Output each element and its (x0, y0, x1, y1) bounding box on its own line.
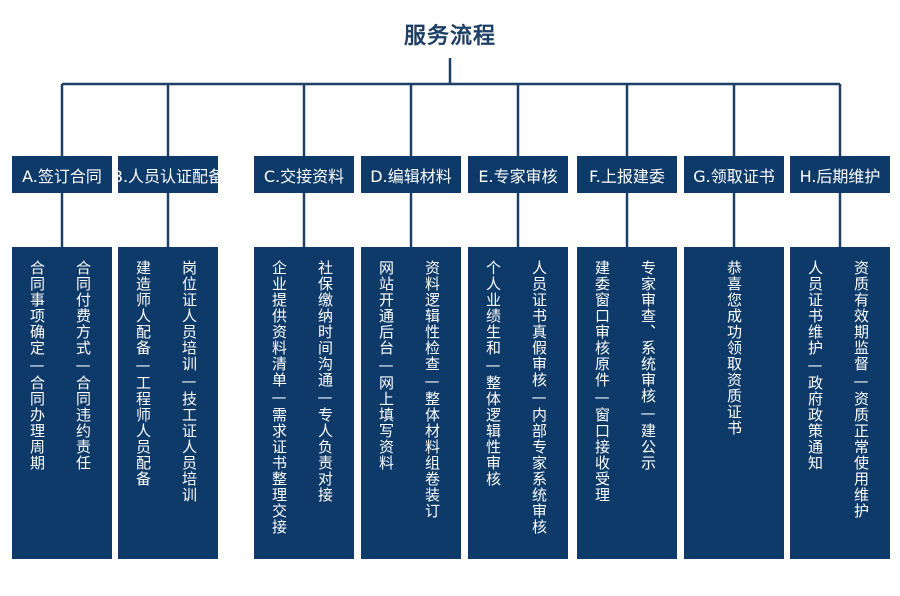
step-detail: 合同事项确定—合同办理周期 合同付费方式—合同违约责任 (12, 247, 112, 559)
detail-column: 建委窗口审核原件—窗口接收受理 (593, 260, 611, 503)
step-header: C.交接资料 (254, 156, 354, 193)
detail-column: 企业提供资料清单—需求证书整理交接 (270, 260, 288, 535)
step-detail: 网站开通后台—网上填写资料 资料逻辑性检查—整体材料组卷装订 (361, 247, 461, 559)
step-header: G.领取证书 (684, 156, 784, 193)
step-header: F.上报建委 (577, 156, 677, 193)
step-detail: 建造师人配备—工程师人员配备 岗位证人员培训—技工证人员培训 (118, 247, 218, 559)
detail-column: 网站开通后台—网上填写资料 (377, 260, 395, 471)
step-header: B.人员认证配备 (112, 156, 224, 193)
detail-column: 人员证书真假审核—内部专家系统审核 (530, 260, 548, 535)
step-detail: 个人业绩生和—整体逻辑性审核 人员证书真假审核—内部专家系统审核 (468, 247, 568, 559)
step-detail: 恭喜您成功领取资质证书 (684, 247, 784, 559)
detail-column: 建造师人配备—工程师人员配备 (134, 260, 152, 487)
detail-column: 专家审查、系统审核—建公示 (639, 260, 657, 471)
detail-column: 个人业绩生和—整体逻辑性审核 (484, 260, 502, 487)
detail-column: 资质有效期监督—资质正常使用维护 (852, 260, 870, 519)
detail-column: 合同付费方式—合同违约责任 (74, 260, 92, 471)
detail-column: 恭喜您成功领取资质证书 (725, 260, 743, 436)
step-header: A.签订合同 (12, 156, 112, 193)
detail-column: 合同事项确定—合同办理周期 (28, 260, 46, 471)
detail-column: 岗位证人员培训—技工证人员培训 (180, 260, 198, 503)
step-detail: 企业提供资料清单—需求证书整理交接 社保缴纳时间沟通—专人负责对接 (254, 247, 354, 559)
step-detail: 人员证书维护—政府政策通知 资质有效期监督—资质正常使用维护 (790, 247, 890, 559)
step-header: D.编辑材料 (361, 156, 461, 193)
step-header: E.专家审核 (468, 156, 568, 193)
diagram-title: 服务流程 (403, 24, 496, 49)
detail-column: 资料逻辑性检查—整体材料组卷装订 (423, 260, 441, 519)
step-detail: 建委窗口审核原件—窗口接收受理 专家审查、系统审核—建公示 (577, 247, 677, 559)
detail-column: 人员证书维护—政府政策通知 (806, 260, 824, 471)
detail-column: 社保缴纳时间沟通—专人负责对接 (316, 260, 334, 503)
step-header: H.后期维护 (790, 156, 890, 193)
